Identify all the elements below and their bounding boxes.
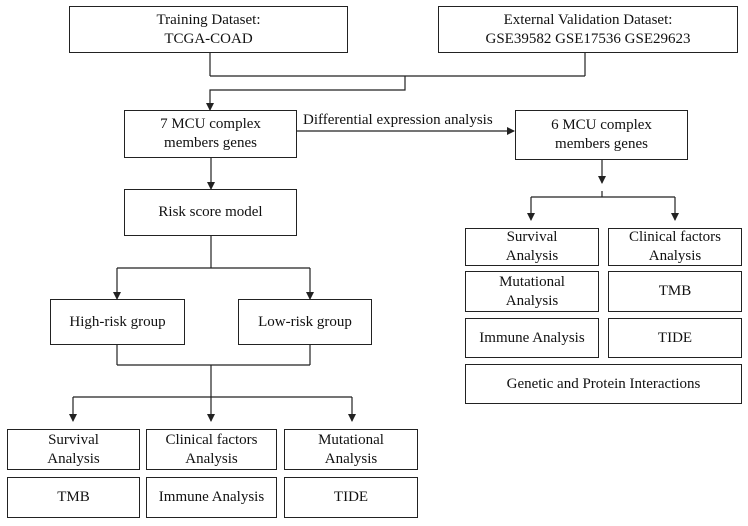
right-immune-analysis-box: Immune Analysis [465,318,599,358]
mcu-7-genes-box: 7 MCU complex members genes [124,110,297,158]
left-immune-analysis-box: Immune Analysis [146,477,277,518]
left-tide-box: TIDE [284,477,418,518]
left-tmb-box: TMB [7,477,140,518]
differential-expression-label: Differential expression analysis [301,112,495,129]
mcu-6-genes-box: 6 MCU complex members genes [515,110,688,160]
high-risk-group-box: High-risk group [50,299,185,345]
left-clinical-factors-box: Clinical factors Analysis [146,429,277,470]
right-tide-box: TIDE [608,318,742,358]
right-tmb-box: TMB [608,271,742,312]
left-mutational-analysis-box: Mutational Analysis [284,429,418,470]
external-validation-dataset-box: External Validation Dataset: GSE39582 GS… [438,6,738,53]
training-dataset-box: Training Dataset: TCGA-COAD [69,6,348,53]
risk-score-model-box: Risk score model [124,189,297,236]
right-survival-analysis-box: Survival Analysis [465,228,599,266]
right-clinical-factors-box: Clinical factors Analysis [608,228,742,266]
connector-merge-down [206,76,406,111]
low-risk-group-box: Low-risk group [238,299,372,345]
right-mutational-analysis-box: Mutational Analysis [465,271,599,312]
left-survival-analysis-box: Survival Analysis [7,429,140,470]
right-genetic-protein-interactions-box: Genetic and Protein Interactions [465,364,742,404]
